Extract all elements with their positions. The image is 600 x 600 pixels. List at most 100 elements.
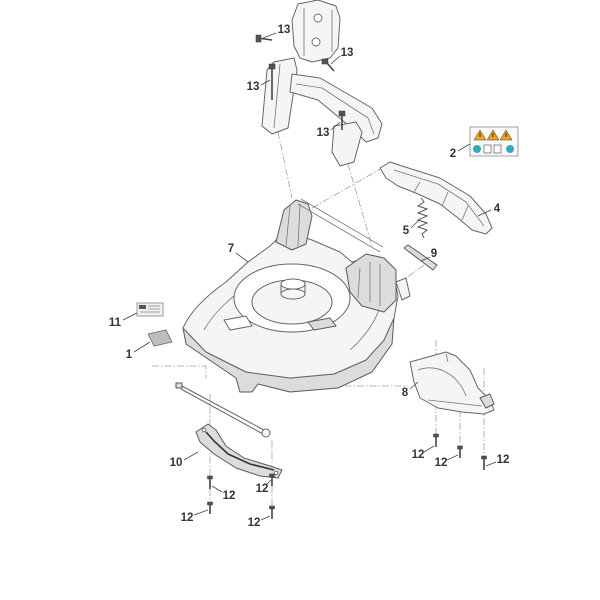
callout-12: 12 bbox=[223, 490, 236, 502]
leader-line bbox=[409, 381, 419, 390]
bolt-head bbox=[321, 58, 329, 65]
screw-12 bbox=[481, 455, 487, 470]
screw-head bbox=[207, 475, 213, 480]
leader-line bbox=[423, 445, 435, 453]
leader-line bbox=[193, 509, 209, 516]
deck-left-tower bbox=[275, 199, 313, 251]
handle-left-leg bbox=[261, 57, 298, 135]
callout-5: 5 bbox=[403, 225, 410, 237]
deck-side-hook bbox=[395, 277, 411, 301]
exclamation-marks bbox=[479, 133, 507, 137]
callout-12: 12 bbox=[497, 454, 510, 466]
deck-front-badge bbox=[307, 317, 337, 331]
leader-line bbox=[477, 209, 492, 217]
discharge-cover-edge bbox=[427, 353, 483, 407]
deck-left-tower-edge bbox=[285, 203, 301, 247]
leader-lines bbox=[122, 32, 497, 521]
label-11 bbox=[136, 302, 164, 317]
hand-icon bbox=[493, 144, 502, 154]
deck-right-tower bbox=[345, 253, 397, 313]
handle-crossbar bbox=[289, 73, 383, 143]
front-bracket-body bbox=[195, 423, 283, 479]
discharge-cover-body bbox=[409, 351, 495, 415]
screw-12 bbox=[457, 445, 463, 458]
leader-line bbox=[183, 451, 199, 461]
callout-10: 10 bbox=[170, 457, 183, 469]
leader-line bbox=[211, 485, 223, 493]
handle-hinge-hole bbox=[313, 13, 323, 23]
leader-line bbox=[330, 121, 341, 131]
handle-hinge-bracket-edge bbox=[303, 8, 333, 56]
rear-flap-edge bbox=[393, 169, 485, 227]
screw-head bbox=[207, 501, 213, 506]
callout-2: 2 bbox=[450, 148, 456, 160]
screw-head bbox=[481, 455, 487, 460]
handle-hinge-hole bbox=[311, 37, 321, 47]
bolt-shank bbox=[326, 62, 335, 72]
leader-line bbox=[410, 219, 420, 229]
leader-line bbox=[122, 312, 138, 321]
discharge-cover-8 bbox=[409, 351, 495, 415]
assembly-line bbox=[152, 365, 207, 378]
front-rod-knob bbox=[261, 428, 271, 438]
warning-sticker-2 bbox=[469, 126, 519, 157]
bolt-13 bbox=[255, 34, 273, 43]
label-text-lines bbox=[140, 305, 160, 313]
handle-crossbar-edge bbox=[295, 83, 375, 135]
deck-right-tower-rib bbox=[357, 262, 381, 306]
handle-left-leg-edge bbox=[273, 63, 281, 129]
label-logo-mark bbox=[139, 305, 146, 309]
callout-1: 1 bbox=[126, 349, 133, 361]
screw-head bbox=[433, 433, 439, 438]
rod-9 bbox=[403, 244, 438, 271]
bolt-head bbox=[268, 63, 276, 70]
callout-4: 4 bbox=[494, 203, 501, 215]
front-rod-body bbox=[179, 384, 265, 435]
plate-body bbox=[147, 329, 173, 347]
leader-line bbox=[235, 252, 249, 263]
spring-coil bbox=[416, 197, 429, 239]
callout-8: 8 bbox=[402, 387, 409, 399]
front-bracket-hole bbox=[273, 470, 279, 476]
label-background bbox=[136, 302, 164, 317]
front-bracket-slot bbox=[205, 431, 275, 471]
bolt-head bbox=[338, 110, 346, 117]
leader-line bbox=[260, 515, 271, 521]
discharge-cover-curve bbox=[417, 367, 467, 397]
motor-mount-base bbox=[280, 288, 306, 300]
bolt-shank bbox=[260, 37, 273, 41]
screw-head bbox=[269, 505, 275, 510]
leader-line bbox=[260, 79, 271, 86]
assembly-line bbox=[277, 131, 293, 199]
leader-line bbox=[420, 256, 431, 262]
bolt-13 bbox=[338, 110, 346, 130]
screw-12 bbox=[207, 475, 213, 489]
spring-5 bbox=[416, 197, 429, 239]
handle-right-leg bbox=[331, 121, 363, 167]
bolt-13 bbox=[321, 58, 335, 72]
discharge-cover-tab bbox=[479, 393, 495, 409]
motor-mount-top bbox=[280, 278, 306, 290]
callout-13: 13 bbox=[341, 47, 354, 59]
assembly-line bbox=[311, 167, 383, 209]
screw-12 bbox=[207, 501, 213, 514]
rear-flap-body bbox=[379, 161, 493, 235]
bolt-13 bbox=[268, 63, 276, 100]
plate-1 bbox=[147, 329, 173, 347]
callout-9: 9 bbox=[431, 248, 437, 260]
callout-7: 7 bbox=[228, 243, 234, 255]
deck-rear-bar bbox=[297, 198, 384, 253]
bolt-head bbox=[255, 34, 262, 43]
callout-12: 12 bbox=[181, 512, 194, 524]
info-circle-icon bbox=[506, 145, 514, 153]
callout-12: 12 bbox=[435, 457, 448, 469]
leader-line bbox=[446, 454, 459, 461]
front-rod bbox=[175, 382, 271, 438]
callout-13: 13 bbox=[278, 24, 291, 36]
screw-12 bbox=[269, 505, 275, 519]
callouts: 13 13 13 13 2 4 5 7 9 11 1 8 10 12 12 12… bbox=[109, 24, 509, 529]
callout-12: 12 bbox=[412, 449, 425, 461]
screw-head bbox=[457, 445, 463, 450]
screw-12 bbox=[433, 433, 439, 447]
